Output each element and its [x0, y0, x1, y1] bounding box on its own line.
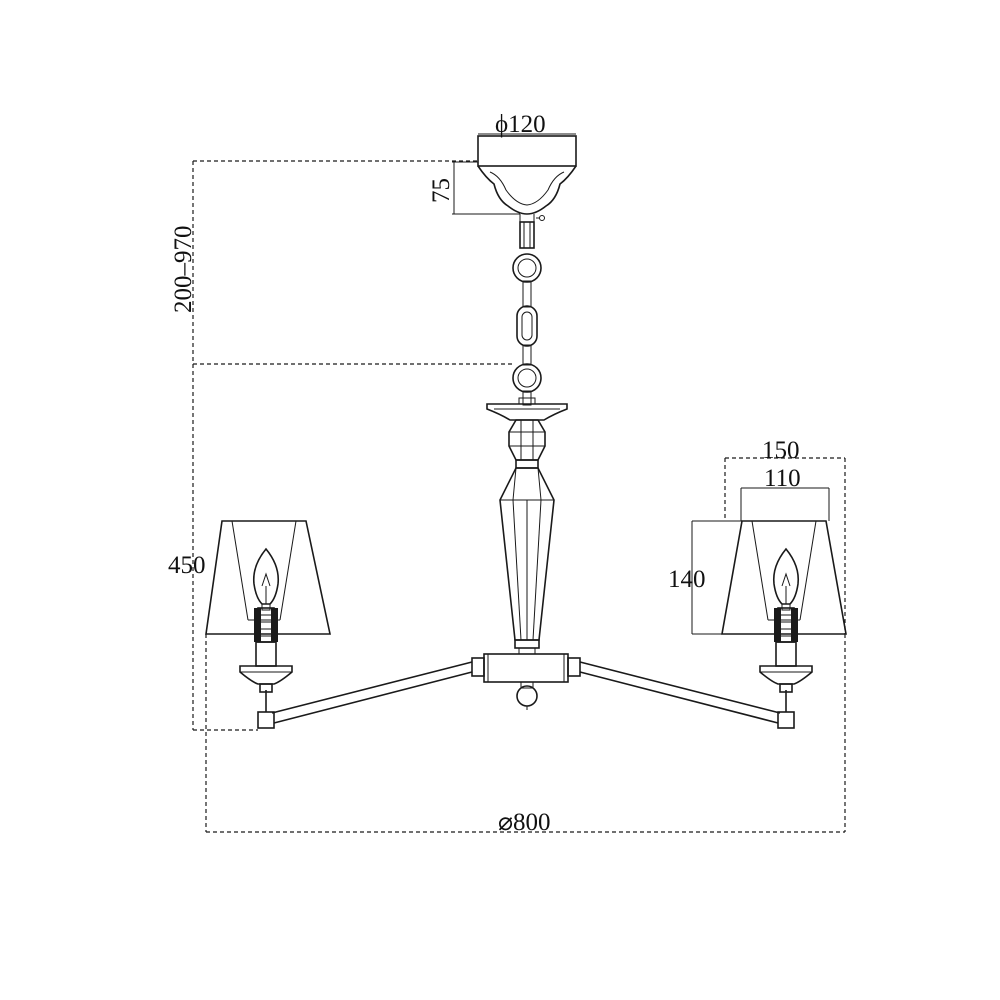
canopy-diameter-label: ϕ120 [495, 111, 546, 138]
right-lamp [721, 520, 847, 693]
suspension-chain [512, 221, 542, 406]
left-lamp [205, 520, 331, 693]
dimension-lines [192, 133, 846, 833]
central-column [486, 397, 568, 655]
arm-hub [471, 653, 581, 710]
canopy-height-label: 75 [428, 178, 455, 203]
ceiling-canopy [477, 135, 577, 223]
overall-diameter-label: ⌀800 [498, 809, 551, 836]
left-arm [257, 661, 473, 729]
suspension-range-label: 200–970 [170, 226, 197, 314]
shade-height-label: 140 [668, 566, 706, 593]
shade-outer-width-label: 150 [762, 437, 800, 464]
total-height-label: 450 [168, 552, 206, 579]
shade-inner-width-label: 110 [764, 465, 801, 492]
right-arm [579, 661, 795, 729]
